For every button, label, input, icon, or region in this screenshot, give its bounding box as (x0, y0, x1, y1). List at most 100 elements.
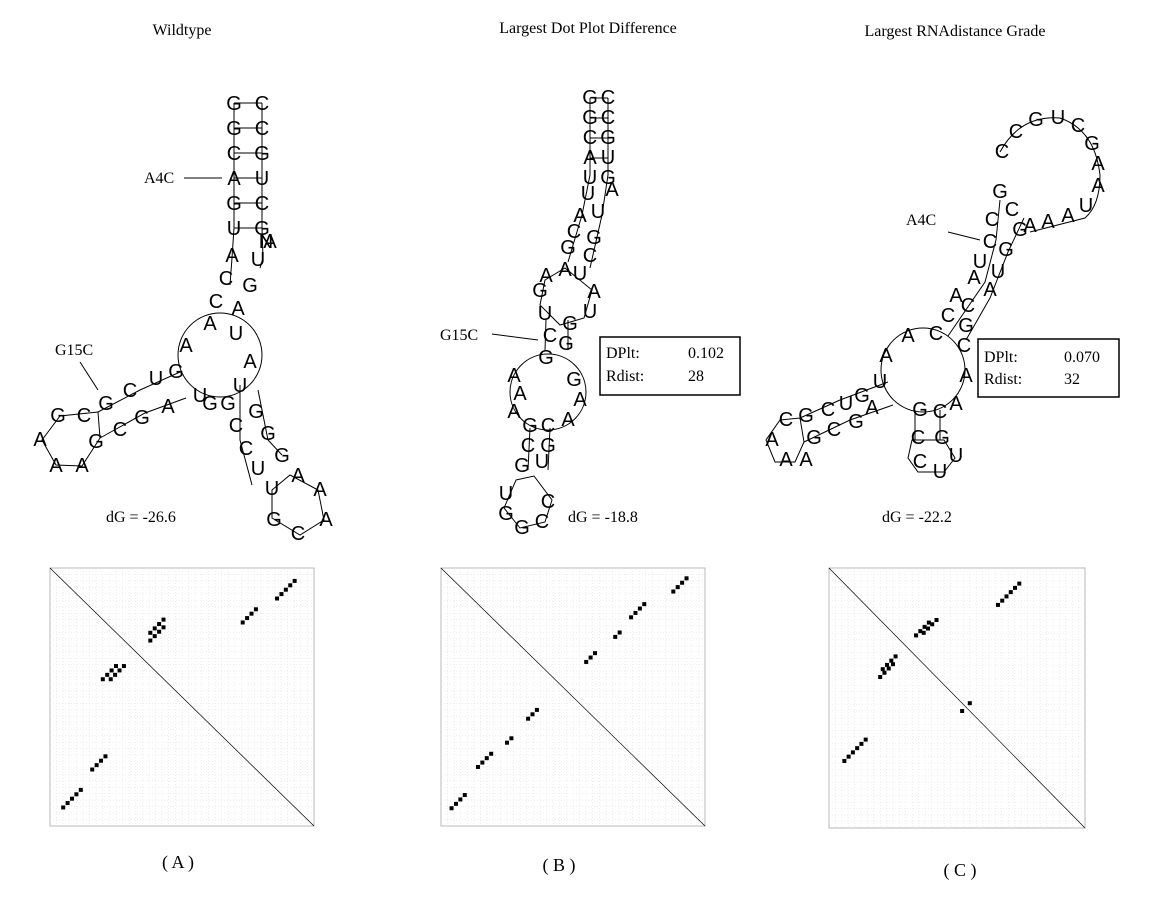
svg-text:G: G (1084, 133, 1100, 155)
panel-c-stats-box: DPlt: 0.070 Rdist: 32 (977, 338, 1120, 398)
dot-plot-pair-dot-lower (926, 620, 931, 625)
dot-plot-pair-dot-upper (288, 583, 293, 588)
dot-plot-pair-dot-lower (449, 806, 454, 811)
dot-plot-pair-dot-upper (633, 610, 638, 615)
svg-text:U: U (591, 201, 605, 223)
svg-text:G: G (540, 435, 556, 457)
dot-plot-pair-dot-lower (90, 767, 95, 772)
panel-b-structure (491, 97, 609, 529)
panel-c-dplt-value: 0.070 (1064, 349, 1100, 366)
dot-plot-pair-dot-upper (157, 629, 162, 634)
svg-text:C: C (827, 419, 841, 441)
dot-plot-pair-dot-upper (275, 596, 280, 601)
svg-text:U: U (227, 218, 241, 240)
dot-plot-pair-dot-upper (245, 616, 250, 621)
svg-text:G: G (254, 143, 270, 165)
svg-text:A: A (558, 259, 572, 281)
svg-text:A: A (573, 389, 587, 411)
dot-plot-pair-dot-upper (1008, 590, 1013, 595)
dot-plot-pair-dot-upper (253, 607, 258, 612)
dot-plot-pair-dot-upper (889, 658, 894, 663)
dot-plot-pair-dot-lower (878, 675, 883, 679)
panel-b-title: Largest Dot Plot Difference (499, 20, 677, 37)
dot-plot-pair-dot-upper (1013, 585, 1018, 590)
svg-text:C: C (821, 399, 835, 421)
svg-text:C: C (291, 523, 305, 545)
svg-text:G: G (168, 361, 184, 383)
dot-plot-pair-dot-lower (94, 763, 99, 768)
dot-plot-pair-dot-lower (99, 758, 104, 763)
svg-text:C: C (123, 380, 137, 402)
dot-plot-pair-dot-lower (855, 746, 860, 751)
panel-a-label: ( A ) (162, 852, 194, 873)
svg-text:U: U (193, 385, 207, 407)
dot-plot-pair-dot-upper (675, 585, 680, 590)
svg-text:G: G (992, 181, 1008, 203)
panel-c-dplt-label: DPlt: (984, 349, 1018, 366)
dot-plot-pair-dot-upper (930, 622, 935, 627)
dot-plot-pair-dot-upper (148, 638, 153, 643)
dot-plot-pair-dot-upper (1004, 594, 1009, 599)
svg-text:A: A (75, 455, 89, 477)
svg-text:A: A (561, 409, 575, 431)
svg-text:U: U (538, 303, 552, 325)
dot-plot-pair-dot-upper (684, 576, 689, 581)
svg-text:C: C (985, 209, 999, 231)
panel-b-rdist-label: Rdist: (606, 368, 644, 385)
dot-plot-pair-dot-lower (462, 793, 467, 798)
panel-c-rdist-label: Rdist: (984, 371, 1022, 388)
panel-a-mutation-g15c: G15C (55, 342, 93, 359)
dot-plot-pair-dot-lower (882, 670, 887, 675)
svg-text:C: C (601, 87, 615, 109)
svg-text:A: A (865, 397, 879, 419)
dot-plot-pair-dot-lower (61, 805, 66, 810)
dot-plot-pair-dot-upper (152, 634, 157, 639)
panel-c-rdist-value: 32 (1064, 371, 1080, 388)
svg-text:C: C (113, 419, 127, 441)
svg-text:G: G (958, 315, 974, 337)
dot-plot-pair-dot-upper (613, 634, 618, 639)
svg-text:C: C (227, 143, 241, 165)
dot-plot-pair-dot-lower (108, 677, 113, 682)
svg-text:U: U (229, 323, 243, 345)
panel-c-label: ( C ) (944, 860, 977, 881)
svg-text:U: U (499, 483, 513, 505)
svg-text:A: A (583, 147, 597, 169)
svg-text:C: C (541, 491, 555, 513)
dot-plot-pair-dot-lower (113, 672, 118, 677)
svg-text:A: A (161, 396, 175, 418)
svg-text:A: A (1091, 175, 1105, 197)
svg-text:U: U (991, 261, 1005, 283)
svg-text:C: C (209, 291, 223, 313)
dot-plot-pair-dot-upper (642, 602, 647, 607)
svg-text:A: A (779, 449, 793, 471)
panel-a-title: Wildtype (153, 22, 212, 39)
dot-plot-pair-dot-lower (850, 750, 855, 755)
svg-text:A: A (231, 298, 245, 320)
svg-text:U: U (251, 458, 265, 480)
dot-plot-pair-dot-lower (891, 662, 895, 667)
svg-text:A: A (291, 465, 305, 487)
svg-text:G: G (562, 313, 578, 335)
svg-text:U: U (581, 183, 595, 205)
svg-text:C: C (1009, 121, 1023, 143)
svg-text:G: G (514, 455, 530, 477)
dot-plot-pair-dot-upper (584, 659, 589, 664)
svg-text:C: C (219, 268, 233, 290)
dot-plot-pair-dot-upper (249, 611, 254, 616)
svg-text:G: G (266, 509, 282, 531)
svg-text:G: G (522, 415, 538, 437)
svg-text:A: A (901, 325, 915, 347)
dot-plot-pair-dot-upper (114, 664, 118, 669)
svg-text:G: G (912, 399, 928, 421)
svg-text:G: G (538, 347, 554, 369)
svg-text:U: U (873, 371, 887, 393)
svg-text:A: A (967, 267, 981, 289)
svg-text:C: C (521, 435, 535, 457)
svg-text:C: C (255, 118, 269, 140)
dot-plot-pair-dot-lower (859, 741, 864, 746)
svg-text:G: G (1028, 109, 1044, 131)
svg-text:G: G (532, 280, 548, 302)
